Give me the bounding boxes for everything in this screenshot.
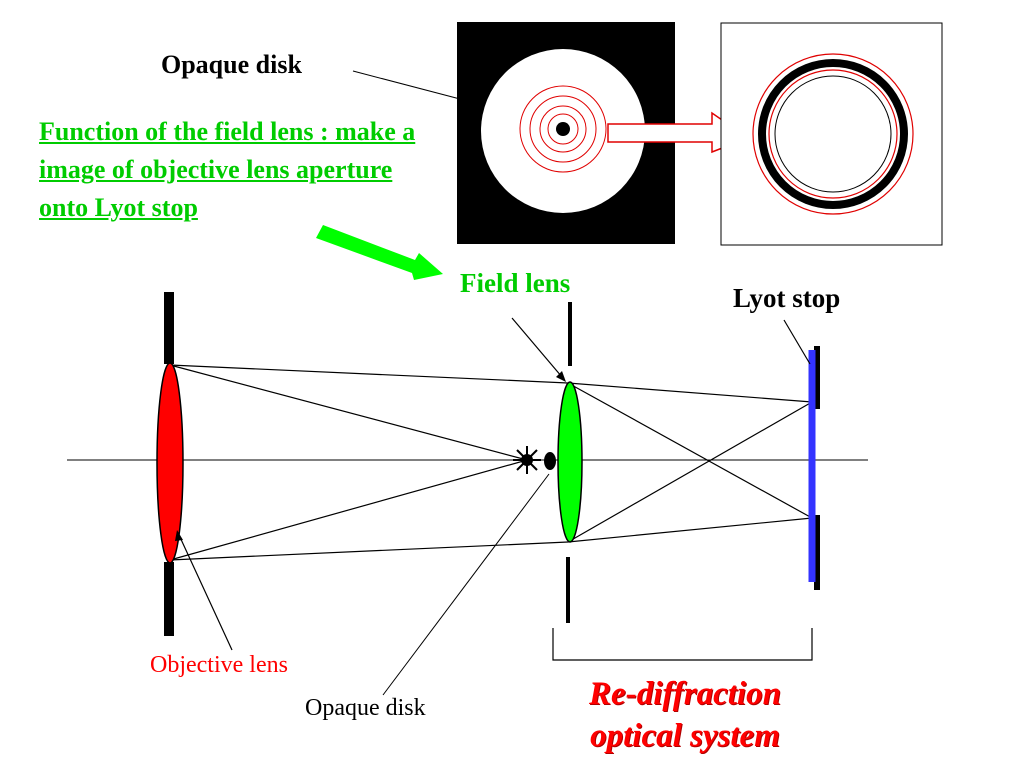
ray	[169, 541, 569, 561]
opaque-disk-icon	[544, 452, 556, 470]
lyot-thick-black-ring	[758, 59, 908, 209]
lyot-stop-label: Lyot stop	[733, 283, 841, 313]
airy-ring	[539, 105, 587, 153]
opaque-disk-top-leader	[352, 70, 461, 100]
objective-lens-leader	[178, 534, 233, 651]
airy-ring	[529, 95, 597, 163]
opaque-disk-dot	[556, 122, 570, 136]
field-lens-leader	[511, 317, 563, 378]
objective-lens-leader-arrowhead	[175, 530, 183, 541]
rediffraction-bracket	[552, 628, 813, 661]
opaque-disk-top-label: Opaque disk	[161, 50, 302, 79]
opaque-disk-bottom-label: Opaque disk	[305, 695, 426, 721]
rays	[169, 364, 813, 561]
lyot-plane-frame	[720, 22, 943, 246]
ray	[169, 364, 528, 461]
field-stop-upper	[568, 302, 572, 366]
objective-stop-lower	[164, 562, 174, 636]
field-stop-lower	[566, 557, 570, 623]
ray	[567, 401, 813, 543]
field-lens-label: Field lens	[460, 268, 571, 298]
ray	[567, 382, 813, 403]
lyot-red-ring	[768, 69, 898, 199]
objective-lens	[156, 362, 184, 564]
lyot-stop-leader	[783, 319, 811, 365]
field-lens	[557, 381, 583, 543]
lyot-outer-red-ring	[752, 53, 914, 215]
airy-ring	[547, 113, 579, 145]
field-lens-leader-arrowhead	[556, 371, 566, 382]
airy-ring	[519, 85, 607, 173]
ray	[567, 382, 813, 519]
lyot-stop-upper-block	[814, 346, 820, 409]
objective-stop-upper	[164, 292, 174, 364]
ray	[169, 364, 569, 384]
rediffraction-system-label: Re-diffraction optical system	[589, 676, 781, 754]
lyot-inner-black-ring	[774, 75, 892, 193]
lyot-stop-lower-block	[814, 515, 820, 590]
lyot-plane-inset	[720, 22, 943, 246]
objective-lens-label: Objective lens	[150, 652, 288, 678]
opaque-disk-bottom-leader	[382, 473, 550, 696]
ray	[169, 459, 528, 561]
field-lens-function-note: Function of the field lens : make a imag…	[39, 117, 416, 222]
star-image-icon	[513, 446, 541, 474]
ray	[567, 517, 813, 543]
green-pointer-arrow	[316, 225, 443, 280]
